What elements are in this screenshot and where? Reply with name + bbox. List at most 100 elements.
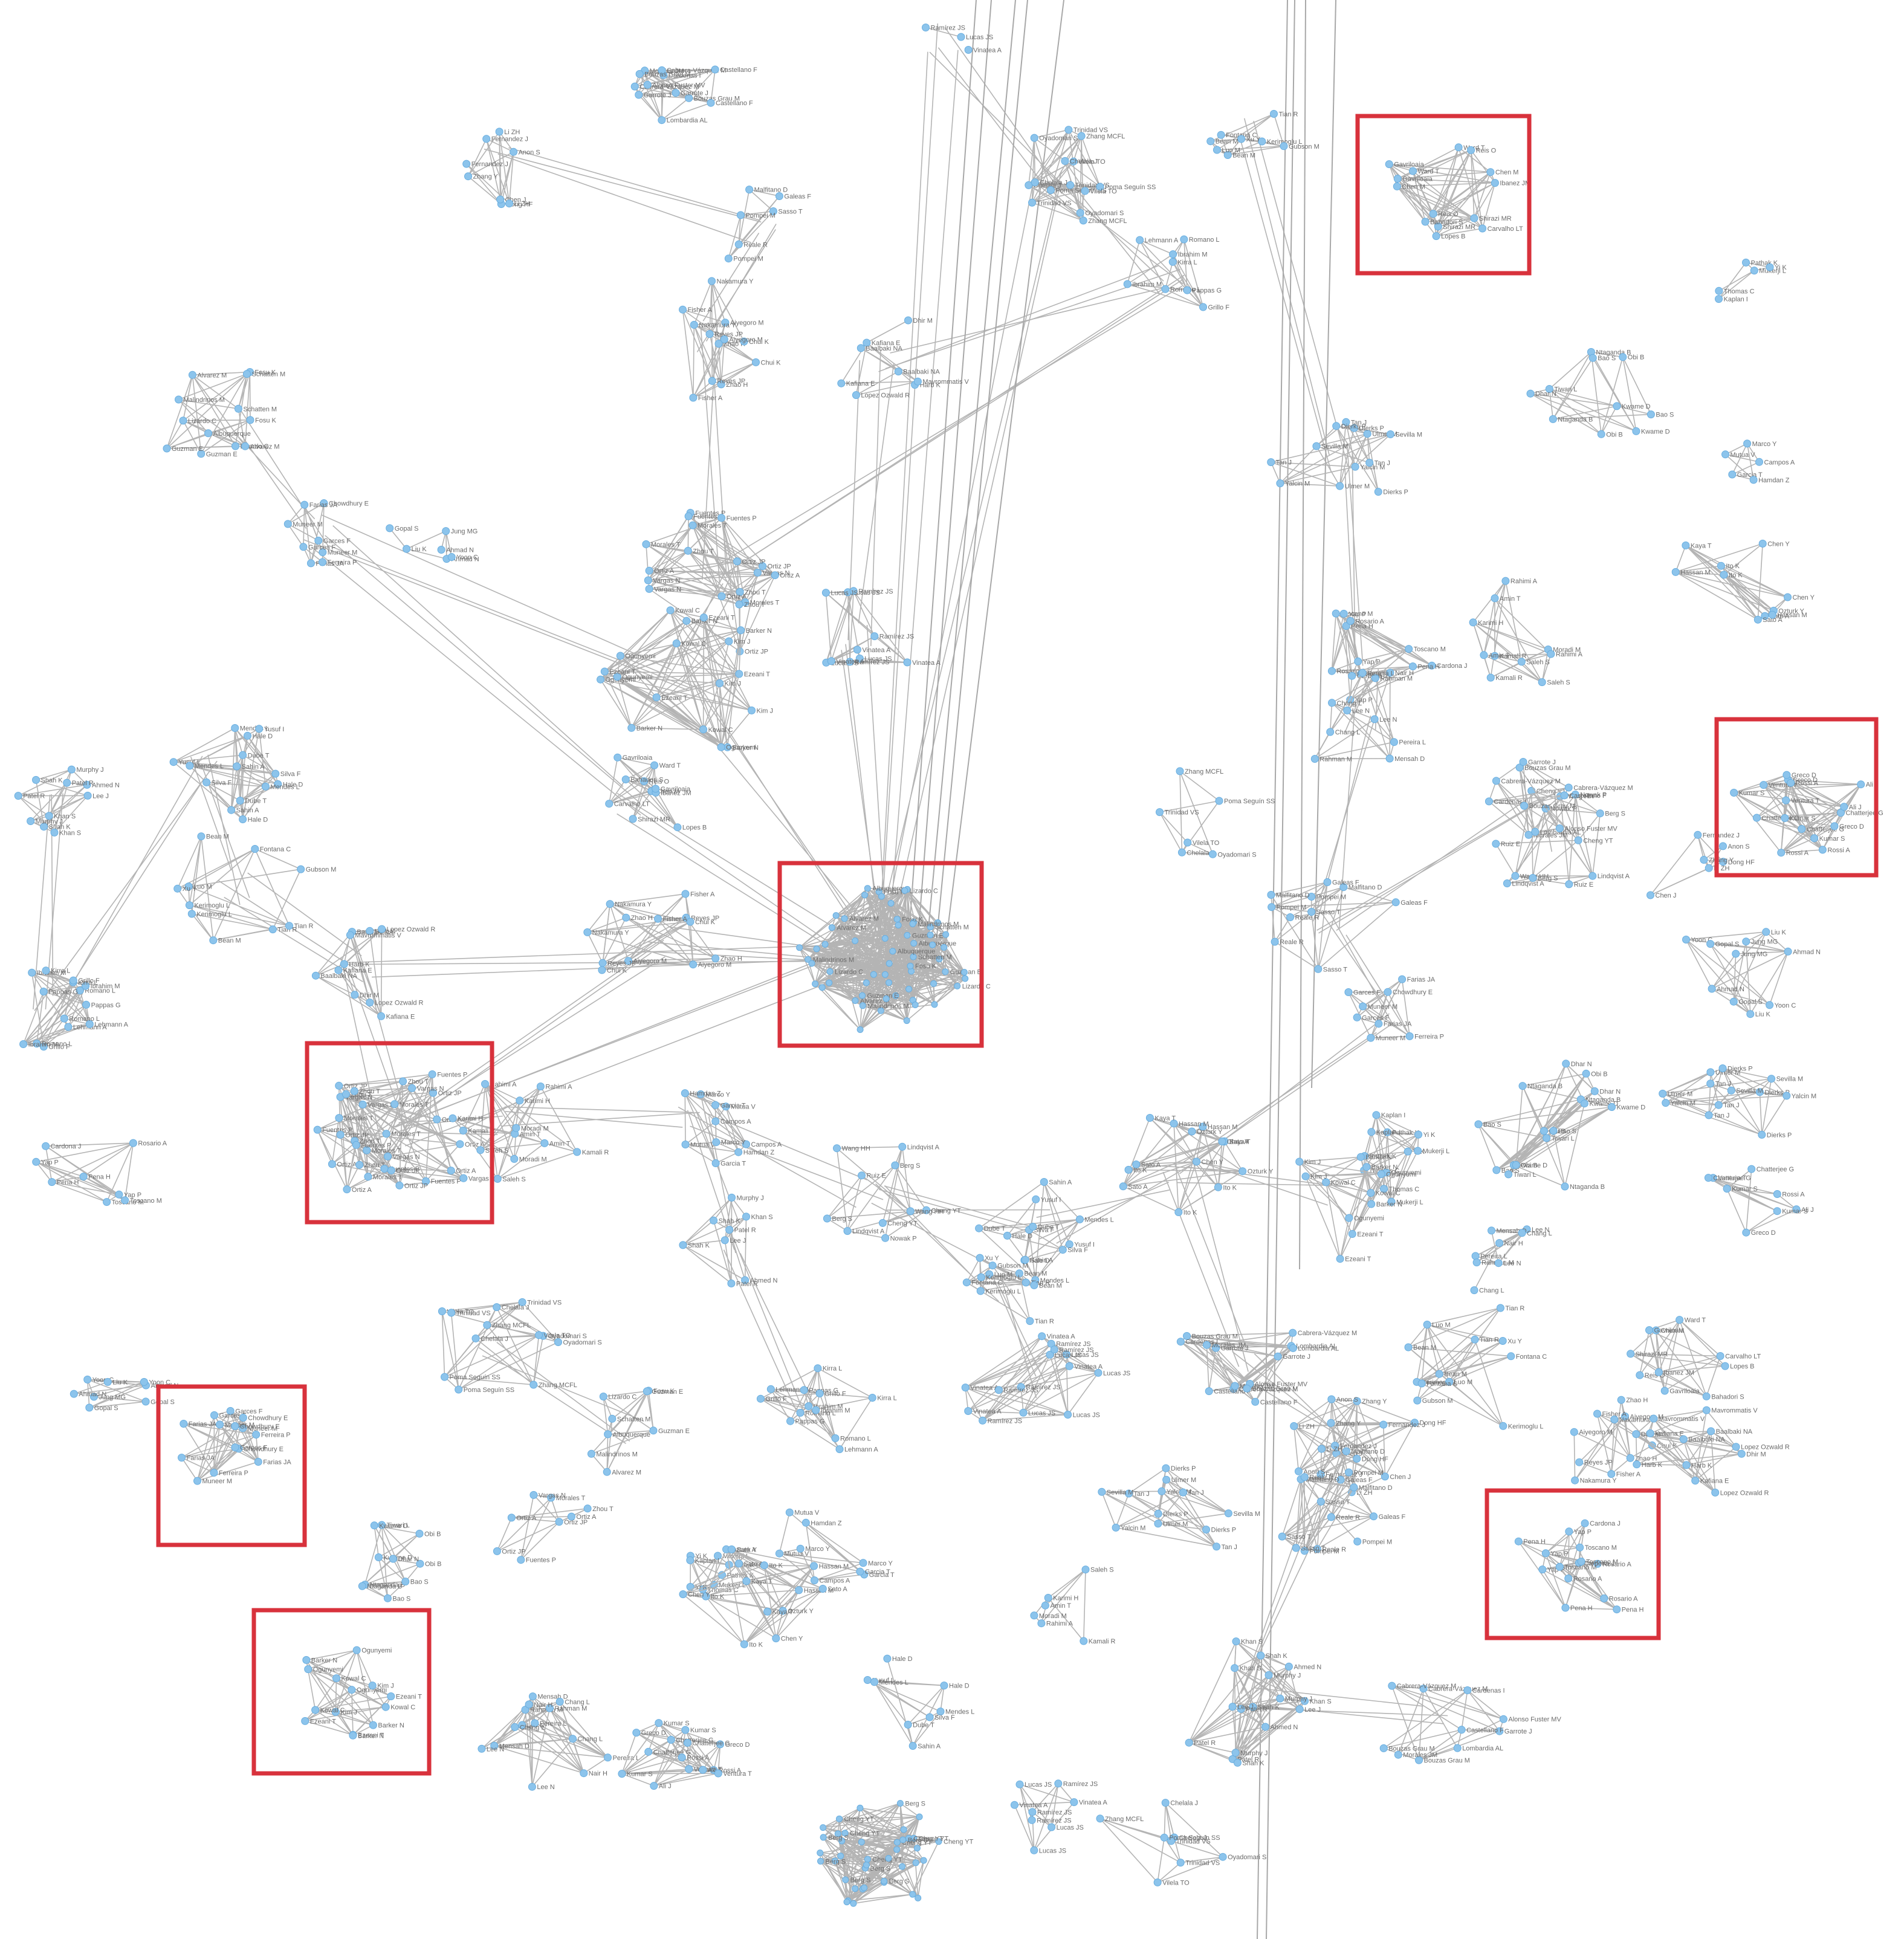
edge (1472, 622, 1552, 655)
node (960, 969, 968, 976)
node (1162, 1464, 1170, 1472)
edge (1530, 393, 1602, 435)
node (374, 1553, 383, 1561)
node-label: Chelala J (481, 1335, 508, 1342)
node (742, 1212, 750, 1221)
node (1294, 1467, 1303, 1475)
node (740, 337, 748, 346)
bridge-edge (62, 783, 202, 999)
edge (1396, 186, 1439, 227)
node-label: Ezeani T (396, 1694, 422, 1701)
node-label: Mendes L (270, 783, 299, 791)
node-label: Obi B (1628, 354, 1645, 361)
bridge-edge (886, 50, 959, 970)
node-label: Ruiz E (1574, 881, 1593, 889)
node (1702, 1392, 1711, 1400)
node (1162, 1475, 1171, 1484)
node-label: Vargas N (654, 586, 681, 593)
node (1766, 263, 1774, 271)
edge (693, 361, 756, 398)
node-label: Yalcin M (1121, 1524, 1145, 1532)
node (1518, 1082, 1527, 1090)
node (1555, 824, 1564, 832)
node (801, 1518, 810, 1527)
bridge-edge (190, 756, 232, 871)
node (1560, 791, 1569, 800)
bridge-edge (884, 1185, 1043, 1231)
node-label: Zhang MCFL (1086, 133, 1125, 140)
node (268, 925, 277, 934)
node-label: Ahmed N (92, 782, 120, 789)
node (1350, 1483, 1358, 1492)
node-label: Chang L (578, 1736, 603, 1743)
node-label: Greco D (1751, 1229, 1776, 1237)
edge (728, 210, 774, 259)
node-label: Wang HH (842, 1145, 870, 1153)
node-label: Chelala J (502, 1304, 529, 1312)
node-label: Ntaganda B (1527, 1083, 1562, 1090)
node (1358, 668, 1367, 677)
node (1711, 1488, 1720, 1497)
node-label: Mendes L (195, 763, 224, 770)
node (1613, 1605, 1621, 1614)
node (1176, 767, 1184, 775)
node-label: Guzman E (867, 992, 899, 1000)
node (1267, 891, 1275, 899)
long-edge (1299, 0, 1306, 1270)
node (1706, 940, 1715, 948)
node (681, 890, 690, 898)
node (528, 1692, 537, 1701)
node (961, 1384, 970, 1392)
node (141, 1397, 150, 1406)
node-label: Kim J (734, 638, 751, 646)
node (1706, 1080, 1715, 1088)
node (1632, 427, 1640, 435)
edge (1332, 661, 1358, 672)
node (632, 1729, 641, 1737)
node-label: Gopal S (395, 525, 419, 532)
node (1124, 1165, 1133, 1174)
node-label: Ito K (711, 1593, 725, 1601)
edge (1685, 545, 1721, 566)
node-label: Rosario A (1336, 668, 1365, 675)
node-label: Ozturk Y (1197, 1128, 1223, 1136)
node (42, 966, 50, 975)
node-label: Zhou T (744, 601, 765, 609)
node (1174, 1208, 1183, 1216)
node (852, 937, 859, 944)
bridge-edge (340, 943, 872, 963)
node (655, 1719, 663, 1727)
node (1708, 985, 1716, 993)
node-label: Tiwari L (1552, 1135, 1575, 1142)
edge (1706, 1356, 1721, 1397)
node-label: Fontana C (1516, 1353, 1547, 1361)
edge (287, 504, 305, 525)
edge (166, 375, 193, 449)
node-label: Marco Y (805, 1546, 830, 1553)
edge (1127, 239, 1141, 285)
node (1538, 1565, 1547, 1574)
node-label: Chui K (695, 919, 716, 926)
node-label: Obi B (1606, 431, 1623, 438)
node (1707, 1427, 1715, 1436)
node-label: Hassan M (819, 1563, 849, 1570)
node-label: Ogunyemi (1354, 1215, 1384, 1222)
node-label: Lopez Ozwald R (387, 926, 436, 933)
node-label: Ventura T (723, 1770, 752, 1778)
node-label: Obi B (1591, 1070, 1608, 1078)
node (859, 1559, 867, 1567)
edge (1345, 421, 1370, 463)
edge (1397, 178, 1426, 222)
node (1405, 645, 1413, 653)
node-label: Murphy J (737, 1194, 764, 1202)
node (941, 944, 948, 951)
edge (1732, 461, 1760, 475)
node-label: Hamdan Z (811, 1520, 842, 1527)
node (710, 1216, 718, 1225)
edge (1549, 351, 1592, 390)
node-label: Gavriloaia (661, 786, 691, 793)
